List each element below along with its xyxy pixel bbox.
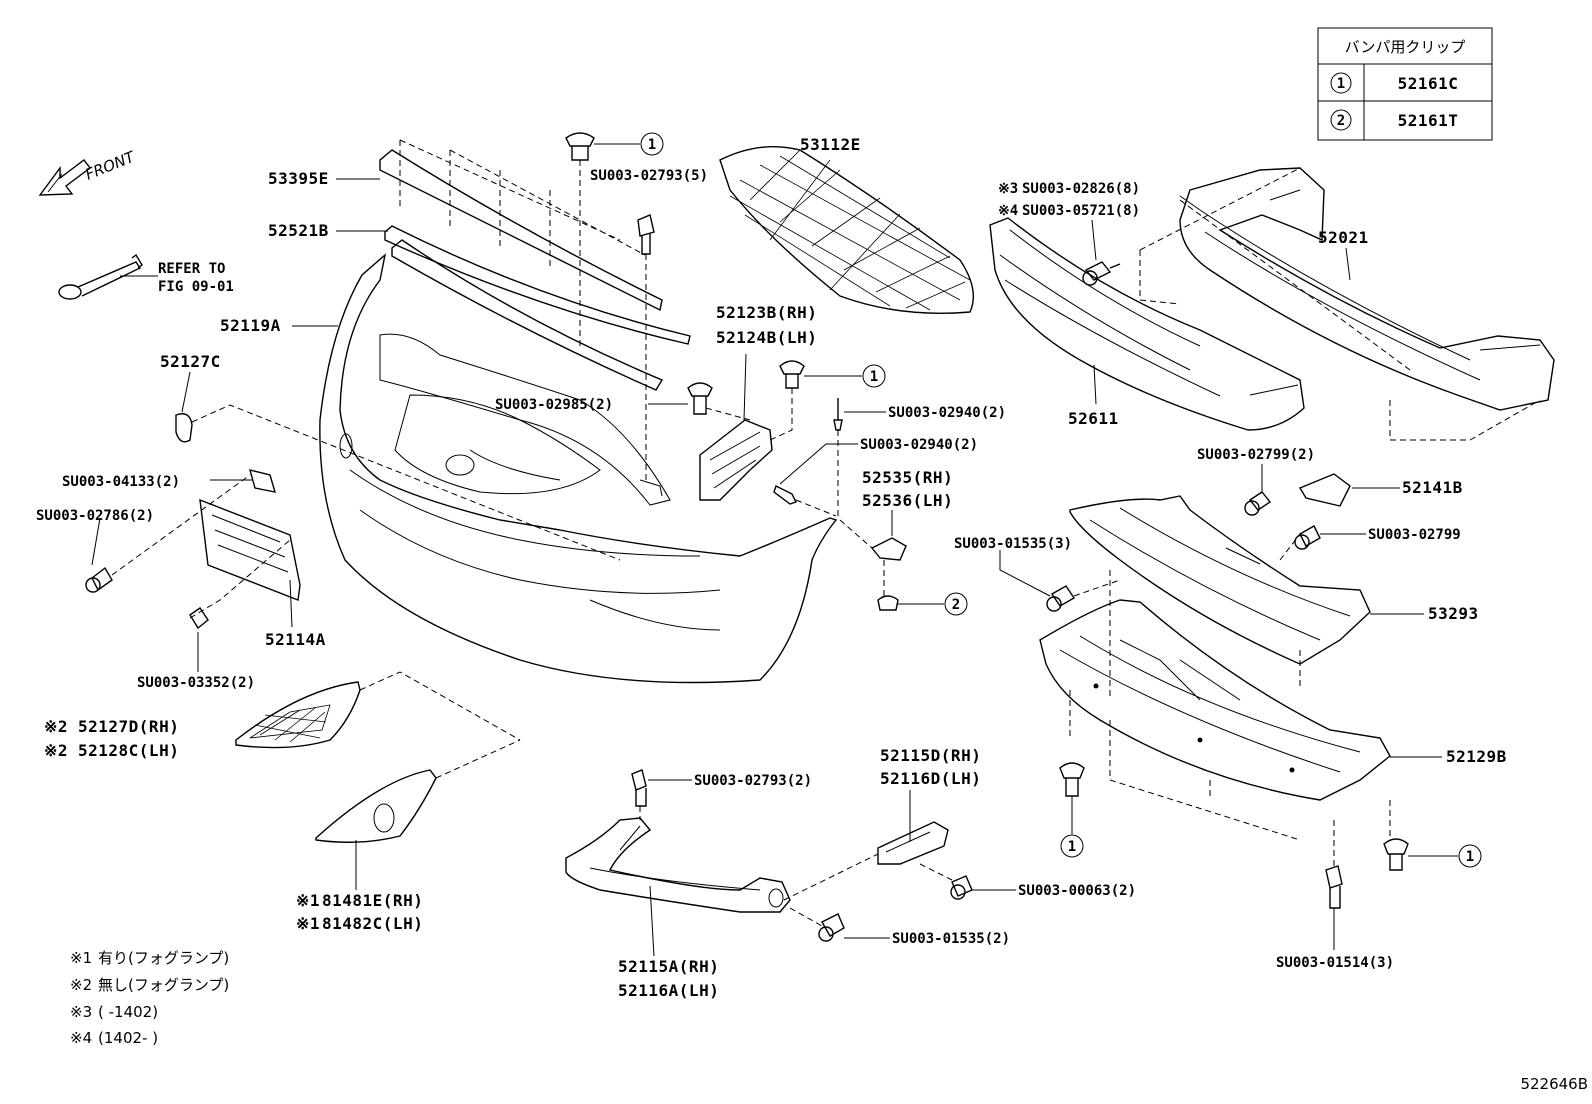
marker-3: ※3 bbox=[998, 181, 1018, 197]
note-1-mark: ※1 bbox=[70, 949, 92, 967]
marker-2b: ※2 bbox=[44, 741, 68, 760]
label-SU003-03352: SU003-03352(2) bbox=[137, 675, 255, 691]
label-52127C: 52127C bbox=[160, 352, 221, 371]
label-SU003-00063: SU003-00063(2) bbox=[1018, 883, 1136, 899]
label-52114A: 52114A bbox=[265, 630, 326, 649]
reinforcement-52021: 52021 ※3 SU003-02826(8) ※4 SU003-05721(8… bbox=[998, 167, 1555, 441]
label-52021: 52021 bbox=[1318, 228, 1369, 247]
label-SU003-02793-2: SU003-02793(2) bbox=[694, 773, 812, 789]
marker-2a: ※2 bbox=[44, 717, 68, 736]
note-4-mark: ※4 bbox=[70, 1029, 92, 1047]
label-53395E: 53395E bbox=[268, 169, 329, 188]
label-52536: 52536(LH) bbox=[862, 491, 953, 510]
absorber-52611: 52611 bbox=[989, 217, 1305, 431]
note-3-mark: ※3 bbox=[70, 1003, 92, 1021]
cover-53293: 53293 52141B SU003-02799(2) SU003-02799 … bbox=[954, 447, 1479, 700]
label-52124B: 52124B(LH) bbox=[716, 328, 817, 347]
label-52115A: 52115A(RH) bbox=[618, 957, 719, 976]
lower-bracket-52115A: SU003-02793(2) 52115A(RH) 52116A(LH) 521… bbox=[565, 746, 1136, 1000]
circle-ref-1-top: 1 bbox=[648, 137, 656, 153]
label-SU003-02940-a: SU003-02940(2) bbox=[888, 405, 1006, 421]
undercover-52129B: 52129B 1 1 SU003-01514(3) bbox=[1039, 599, 1507, 971]
label-SU003-01535-2: SU003-01535(2) bbox=[892, 931, 1010, 947]
side-bracket-52123B: SU003-02985(2) 52123B(RH) 52124B(LH) 1 bbox=[495, 303, 886, 501]
label-52128C: 52128C(LH) bbox=[78, 741, 179, 760]
label-52115D: 52115D(RH) bbox=[880, 746, 981, 765]
notes-block: ※1 有り(フォグランプ) ※2 無し(フォグランプ) ※3 ( -1402) … bbox=[70, 949, 229, 1047]
front-label: FRONT bbox=[83, 147, 139, 184]
legend-part-1: 52161C bbox=[1398, 74, 1459, 93]
label-52611: 52611 bbox=[1068, 409, 1119, 428]
label-52116A: 52116A(LH) bbox=[618, 981, 719, 1000]
label-52116D: 52116D(LH) bbox=[880, 769, 981, 788]
label-SU003-04133: SU003-04133(2) bbox=[62, 474, 180, 490]
label-52119A: 52119A bbox=[220, 316, 281, 335]
note-4-text: (1402- ) bbox=[98, 1029, 158, 1047]
marker-1a: ※1 bbox=[296, 891, 320, 910]
circle-ref-2: 2 bbox=[952, 597, 960, 613]
license-bracket-52114A: SU003-04133(2) SU003-02786(2) 52114A SU0… bbox=[36, 469, 326, 691]
note-2-text: 無し(フォグランプ) bbox=[98, 976, 229, 994]
note-1-text: 有り(フォグランプ) bbox=[98, 949, 229, 967]
upper-retainer-strips: 53395E 52521B bbox=[268, 139, 691, 391]
note-3-text: ( -1402) bbox=[98, 1003, 158, 1021]
fog-cover-52127D: ※2 52127D(RH) ※2 52128C(LH) bbox=[44, 671, 521, 760]
circle-ref-1-lower-left: 1 bbox=[1068, 839, 1076, 855]
label-52127D: 52127D(RH) bbox=[78, 717, 179, 736]
circle-ref-1-lower-right: 1 bbox=[1466, 849, 1474, 865]
label-81482C: 81482C(LH) bbox=[322, 914, 423, 933]
label-SU003-02799: SU003-02799 bbox=[1368, 527, 1461, 543]
top-clip-group: 1 SU003-02793(5) bbox=[565, 132, 708, 480]
legend-symbol-1: 1 bbox=[1337, 76, 1345, 92]
label-81481E: 81481E(RH) bbox=[322, 891, 423, 910]
bumper-cover-52119A: 52119A bbox=[220, 253, 838, 684]
label-SU003-02799-2: SU003-02799(2) bbox=[1197, 447, 1315, 463]
legend-symbol-2: 2 bbox=[1337, 113, 1345, 129]
tow-hook-part: REFER TO FIG 09-01 bbox=[58, 253, 234, 300]
label-SU003-01514: SU003-01514(3) bbox=[1276, 955, 1394, 971]
circle-ref-1-mid: 1 bbox=[870, 369, 878, 385]
label-53293: 53293 bbox=[1428, 604, 1479, 623]
clip-legend-table: バンパ用クリップ 1 52161C 2 52161T bbox=[1317, 27, 1493, 141]
label-SU003-05721: SU003-05721(8) bbox=[1022, 203, 1140, 219]
grille-53112E: 53112E bbox=[719, 135, 974, 314]
bracket-52535: 52535(RH) 52536(LH) 2 bbox=[839, 468, 968, 616]
marker-1b: ※1 bbox=[296, 914, 320, 933]
label-SU003-02985: SU003-02985(2) bbox=[495, 397, 613, 413]
label-52123B: 52123B(RH) bbox=[716, 303, 817, 322]
refer-line-2: FIG 09-01 bbox=[158, 279, 234, 295]
label-52535: 52535(RH) bbox=[862, 468, 953, 487]
label-52521B: 52521B bbox=[268, 221, 329, 240]
legend-part-2: 52161T bbox=[1398, 111, 1459, 130]
label-SU003-01535-3: SU003-01535(3) bbox=[954, 536, 1072, 552]
label-53112E: 53112E bbox=[800, 135, 861, 154]
label-52141B: 52141B bbox=[1402, 478, 1463, 497]
label-SU003-02940-b: SU003-02940(2) bbox=[860, 437, 978, 453]
side-cap-52127C: 52127C bbox=[160, 352, 621, 561]
label-SU003-02826: SU003-02826(8) bbox=[1022, 181, 1140, 197]
figure-id: 522646B bbox=[1520, 1075, 1588, 1093]
marker-4: ※4 bbox=[998, 203, 1018, 219]
fog-cover-81481E: ※1 81481E(RH) ※1 81482C(LH) bbox=[296, 739, 521, 933]
note-2-mark: ※2 bbox=[70, 976, 92, 994]
label-52129B: 52129B bbox=[1446, 747, 1507, 766]
pins-02940: SU003-02940(2) SU003-02940(2) bbox=[773, 398, 1006, 520]
refer-line-1: REFER TO bbox=[158, 261, 225, 277]
label-SU003-02793-5: SU003-02793(5) bbox=[590, 168, 708, 184]
front-direction-arrow: FRONT bbox=[38, 147, 139, 196]
label-SU003-02786: SU003-02786(2) bbox=[36, 508, 154, 524]
legend-header: バンパ用クリップ bbox=[1345, 38, 1466, 56]
